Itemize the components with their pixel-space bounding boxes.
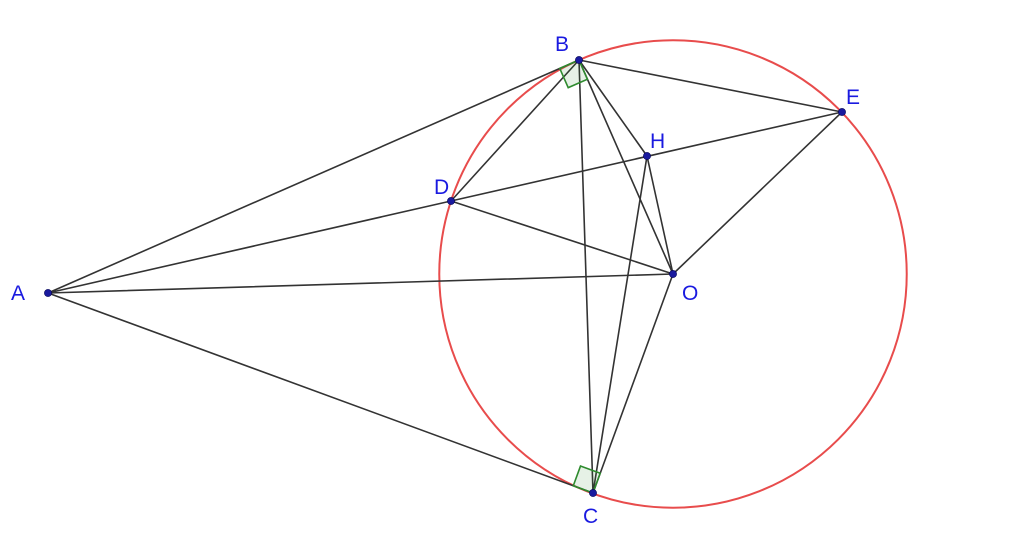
point-o (669, 270, 677, 278)
point-label-h: H (650, 130, 665, 153)
point-label-e: E (846, 86, 860, 109)
point-label-a: A (11, 282, 25, 305)
point-h (643, 152, 651, 160)
segment-ab (47, 59, 580, 294)
point-a (44, 289, 52, 297)
segment-be (578, 59, 843, 113)
segment-db (450, 59, 580, 202)
point-c (589, 489, 597, 497)
segment-oc (592, 273, 674, 494)
right-angle-marker-c (572, 465, 602, 495)
point-label-b: B (555, 33, 569, 56)
segment-bh (578, 59, 648, 157)
segment-do (450, 200, 674, 275)
right-angle-marker-b (558, 58, 589, 89)
segment-ao (47, 273, 674, 294)
point-e (838, 108, 846, 116)
point-label-c: C (583, 505, 598, 528)
point-d (447, 197, 455, 205)
point-label-d: D (434, 176, 449, 199)
segment-hc (592, 155, 648, 494)
segment-eo (672, 111, 843, 275)
segment-bc (578, 59, 594, 494)
segment-ad (47, 200, 452, 294)
point-b (575, 56, 583, 64)
point-label-o: O (682, 282, 698, 305)
segment-bo (578, 59, 674, 275)
segment-ac (47, 292, 594, 494)
segment-ho (646, 155, 674, 275)
circle-center-o (438, 39, 908, 509)
